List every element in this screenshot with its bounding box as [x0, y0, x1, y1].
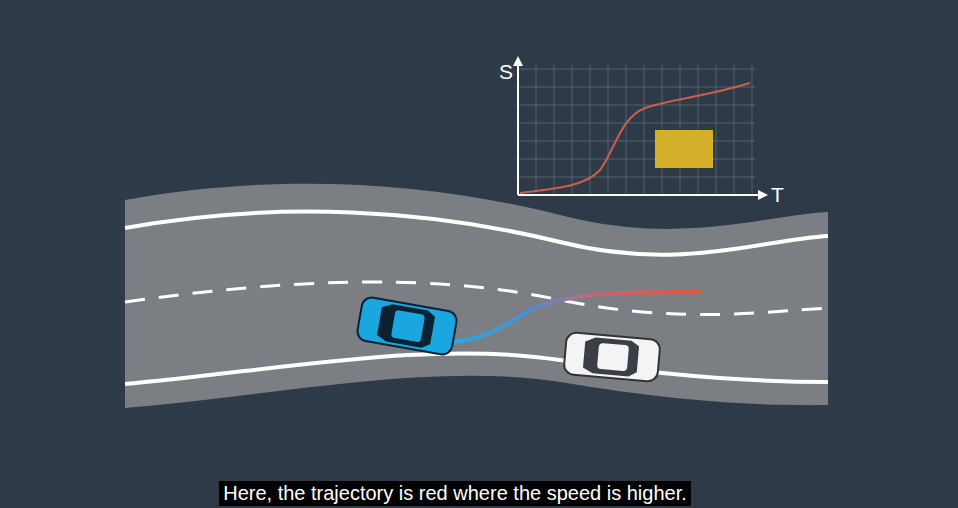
- st-grid: [518, 65, 755, 195]
- axis-label: T: [771, 183, 784, 207]
- lane-divider: [125, 282, 828, 314]
- obstacle-region: [655, 130, 713, 168]
- axes: [513, 56, 768, 200]
- ego-car: [356, 296, 458, 356]
- st-curve: [520, 83, 750, 193]
- axis-label: S: [499, 60, 513, 84]
- road-edge-line: [125, 212, 828, 255]
- subtitle-caption: Here, the trajectory is red where the sp…: [219, 481, 691, 506]
- other-car: [563, 332, 660, 382]
- road: [125, 184, 828, 408]
- road-edge-line: [125, 353, 828, 384]
